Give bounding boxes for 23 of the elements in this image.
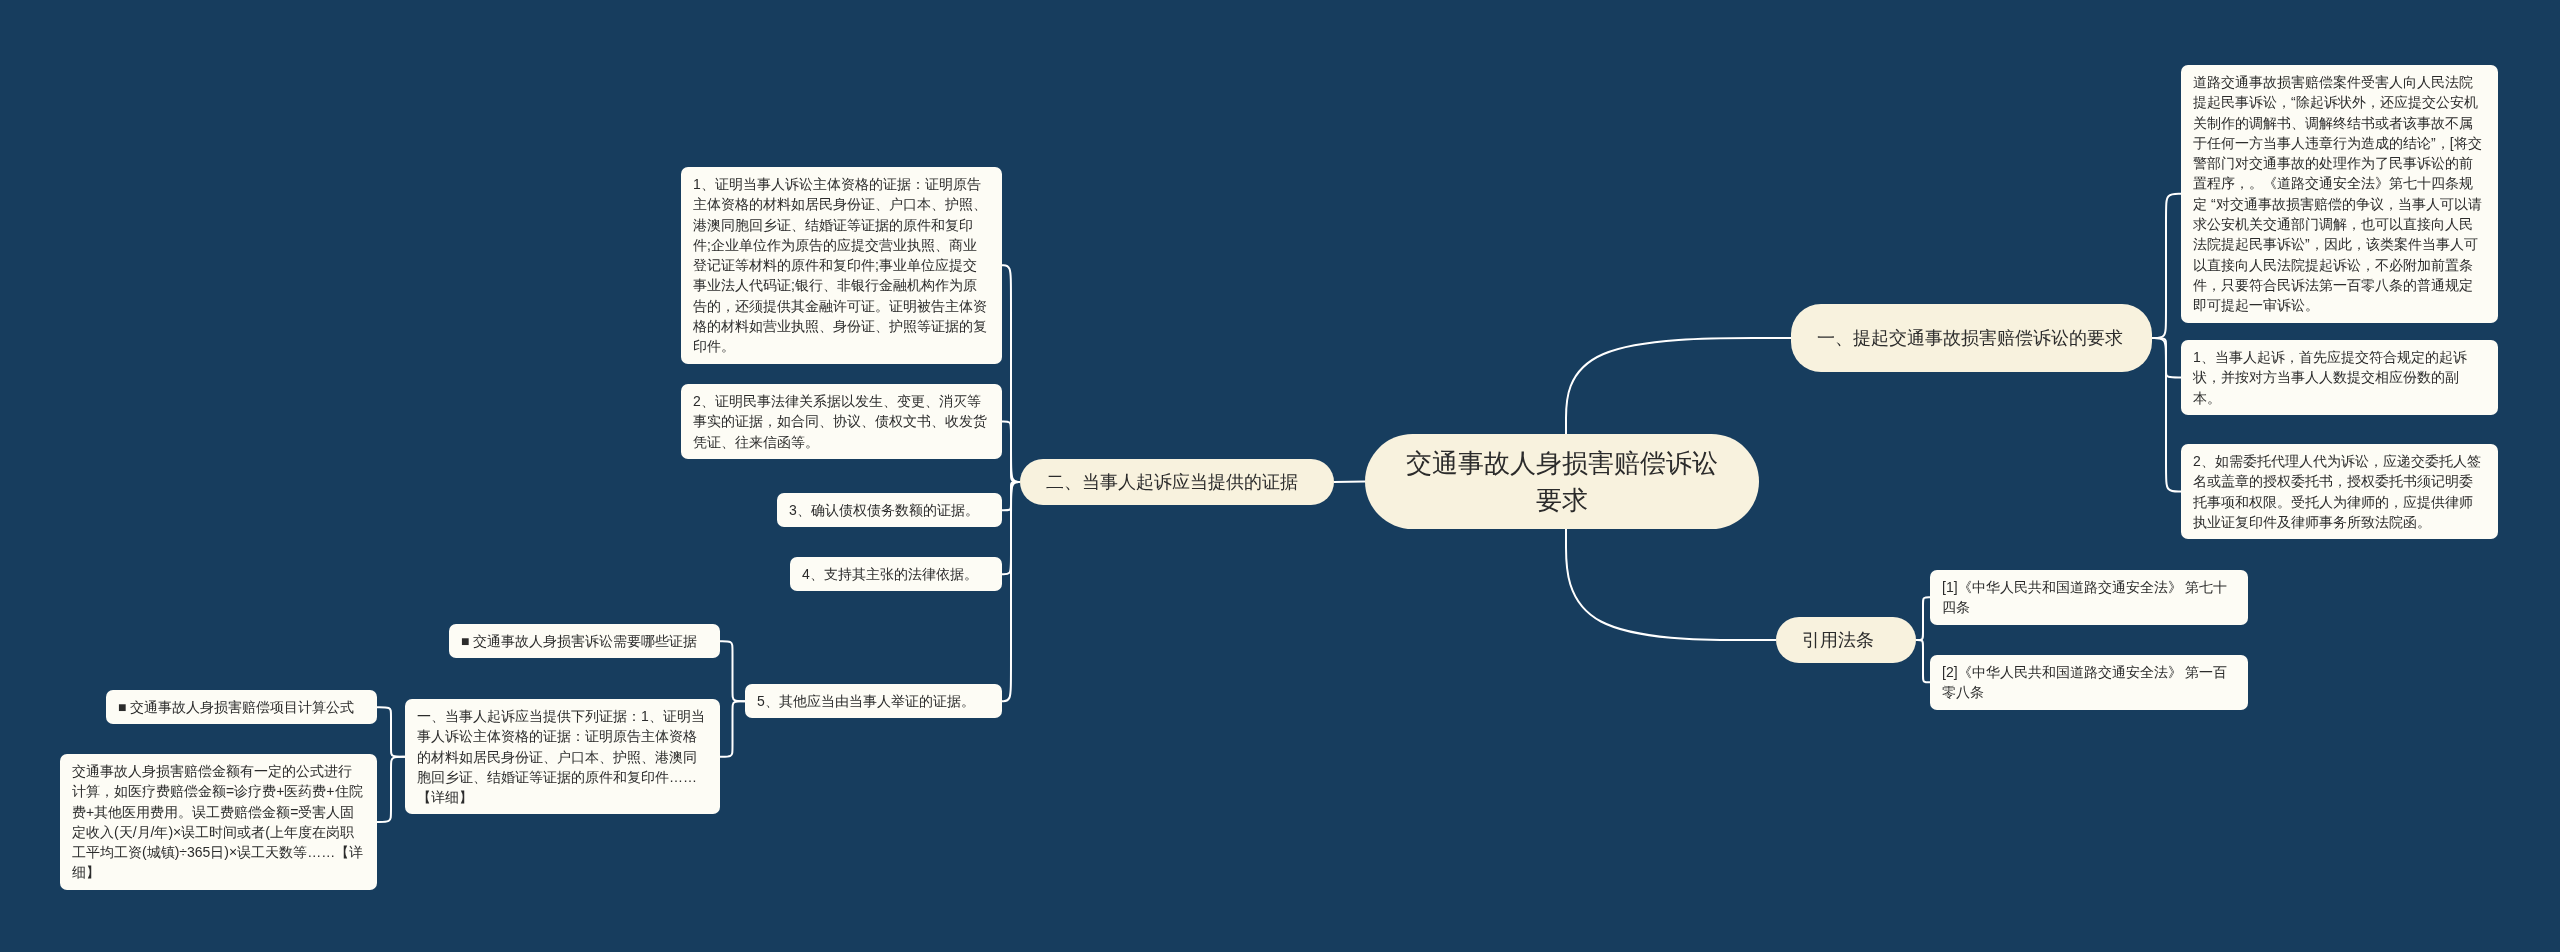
- note-card: 道路交通事故损害赔偿案件受害人向人民法院提起民事诉讼，“除起诉状外，还应提交公安机关制作的调解书、调解终结书或者该事故不属于任何一方当事人违章行为造成的结论”，[将交警部门对交通事故的处理作为了民事诉讼的前置程序，。《道路交通安全法》第七十四条规定 “对交通事故损害赔偿的争议，当事人可以请求公安机关交通部门调解，也可以直接向人民法院提起民事诉讼”，因此，该类案件当事人可以直接向人民法院提起诉讼，不必附加前置条件，只要符合民诉法第一百零八条的普通规定即可提起一审诉讼。: [2181, 65, 2498, 323]
- note-card: 2、证明民事法律关系据以发生、变更、消灭等事实的证据，如合同、协议、债权文书、收发货凭证、往来信函等。: [681, 384, 1002, 459]
- branch-topic: 二、当事人起诉应当提供的证据: [1020, 459, 1334, 505]
- note-card: 3、确认债权债务数额的证据。: [777, 493, 1002, 528]
- connector-line: [1915, 639, 1931, 684]
- note-card: ■ 交通事故人身损害赔偿项目计算公式: [106, 690, 377, 725]
- branch-topic: 一、提起交通事故损害赔偿诉讼的要求: [1791, 304, 2152, 372]
- connector-line: [1565, 528, 1777, 641]
- connector-line: [1001, 481, 1021, 703]
- note-card: 交通事故人身损害赔偿金额有一定的公式进行计算，如医疗费赔偿金额=诊疗费+医药费+住院费+其他医用费用。误工费赔偿金额=受害人固定收入(天/月/年)×误工时间或者(上年度在岗职工平均工资(城镇)÷365日)×误工天数等……【详细】: [60, 754, 377, 890]
- note-card: 一、当事人起诉应当提供下列证据：1、证明当事人诉讼主体资格的证据：证明原告主体资格的材料如居民身份证、户口本、护照、港澳同胞回乡证、结婚证等证据的原件和复印件……【详细】: [405, 699, 720, 815]
- connector-line: [1333, 480, 1366, 483]
- connector-line: [1565, 337, 1792, 435]
- central-topic: 交通事故人身损害赔偿诉讼要求: [1365, 434, 1759, 529]
- note-card: [1]《中华人民共和国道路交通安全法》 第七十四条: [1930, 570, 2248, 625]
- note-card: 2、如需委托代理人代为诉讼，应递交委托人签名或盖章的授权委托书，授权委托书须记明委托事项和权限。受托人为律师的，应提供律师执业证复印件及律师事务所致法院函。: [2181, 444, 2498, 540]
- note-card: 1、当事人起诉，首先应提交符合规定的起诉状，并按对方当事人人数提交相应份数的副本。: [2181, 340, 2498, 415]
- note-card: [2]《中华人民共和国道路交通安全法》 第一百零八条: [1930, 655, 2248, 710]
- note-card: ■ 交通事故人身损害诉讼需要哪些证据: [449, 624, 720, 659]
- note-card: 4、支持其主张的法律依据。: [790, 557, 1002, 592]
- branch-topic: 引用法条: [1776, 617, 1916, 663]
- note-card: 5、其他应当由当事人举证的证据。: [745, 684, 1002, 719]
- note-card: 1、证明当事人诉讼主体资格的证据：证明原告主体资格的材料如居民身份证、户口本、护照、港澳同胞回乡证、结婚证等证据的原件和复印件;企业单位作为原告的应提交营业执照、商业登记证等材料的原件和复印件;事业单位应提交事业法人代码证;银行、非银行金融机构作为原告的，还须提供其金融许可证。证明被告主体资格的材料如营业执照、身份证、护照等证据的复印件。: [681, 167, 1002, 364]
